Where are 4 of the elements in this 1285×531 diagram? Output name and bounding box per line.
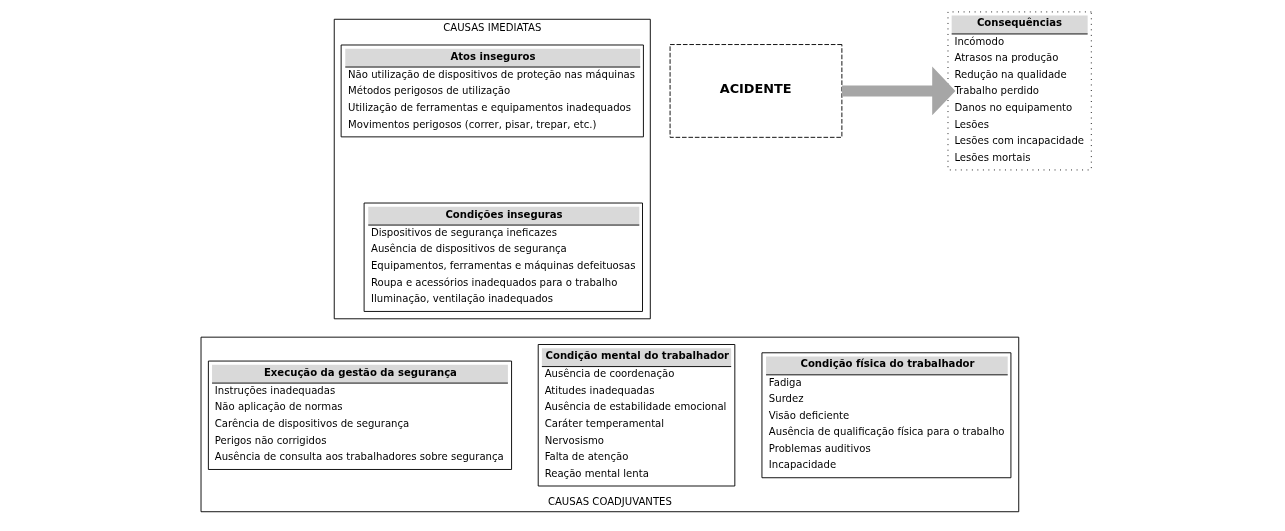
arrow (842, 66, 956, 116)
node-box: Execução da gestão da segurança Instruções inadequadas Não aplicação de normas Carência de dispositivos de segurança Perigos não corrigidos Ausência de consulta aos trabalhadores sobre segurança (207, 360, 513, 470)
node-box: ACIDENTE (669, 44, 843, 138)
node-box: Condição mental do trabalhador Ausência de coordenação Atitudes inadequadas Ausência de estabilidade emocional Caráter temperamental Nervosismo Falta de atenção Reação mental lenta (537, 344, 736, 487)
